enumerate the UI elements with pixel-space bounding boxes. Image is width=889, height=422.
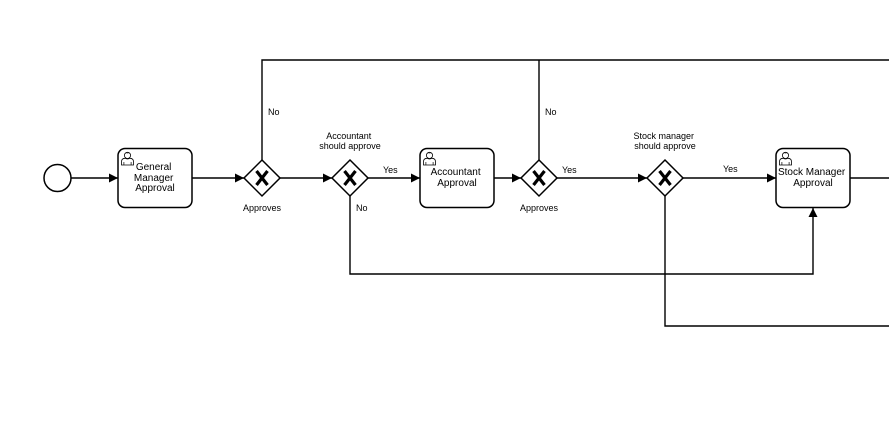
task-label-line: Approval	[135, 183, 174, 194]
task-stock-manager-approval[interactable]: Stock Manager Approval	[775, 147, 851, 209]
exclusive-x-icon	[658, 170, 672, 186]
flow-label: No	[268, 107, 280, 117]
task-label-line: General	[136, 162, 172, 173]
task-label-line: Manager	[134, 173, 174, 184]
gateway-label: Stock manager should approve	[633, 131, 696, 151]
task-label-line: Stock Manager	[778, 167, 846, 178]
exclusive-x-icon	[343, 170, 357, 186]
gateway-label-line: Accountant	[326, 131, 372, 141]
start-event[interactable]	[43, 163, 72, 193]
exclusive-x-icon	[255, 170, 269, 186]
task-accountant-approval[interactable]: Accountant Approval	[419, 147, 495, 209]
gateway-label: Accountant should approve	[319, 131, 381, 151]
flow-gw2-no-to-stock[interactable]	[349, 196, 818, 275]
gateway-stock-manager-should-approve[interactable]	[645, 158, 685, 198]
gateway-gm-approves[interactable]	[242, 158, 282, 198]
gateway-label: Approves	[520, 203, 559, 213]
gateway-label-line: should approve	[319, 141, 381, 151]
flow-label: Yes	[723, 164, 738, 174]
task-label: General Manager Approval	[134, 162, 176, 194]
task-label-line: Approval	[437, 178, 476, 189]
flow-label: No	[545, 107, 557, 117]
task-label-line: Accountant	[431, 167, 481, 178]
flow-label: Yes	[562, 165, 577, 175]
task-label: Stock Manager Approval	[778, 167, 848, 189]
flow-label: Yes	[383, 165, 398, 175]
gateway-label-line: Stock manager	[633, 131, 694, 141]
task-general-manager-approval[interactable]: General Manager Approval	[117, 147, 193, 209]
task-label-line: Approval	[793, 178, 832, 189]
sequence-flows	[71, 59, 889, 327]
task-label: Accountant Approval	[431, 167, 484, 189]
gateway-label-line: should approve	[634, 141, 696, 151]
exclusive-x-icon	[532, 170, 546, 186]
flow-gw4-no[interactable]	[664, 196, 889, 327]
gateway-label: Approves	[243, 203, 282, 213]
flow-label: No	[356, 203, 368, 213]
flow-gw1-no[interactable]	[261, 59, 889, 160]
gateway-accountant-approves[interactable]	[519, 158, 559, 198]
gateway-accountant-should-approve[interactable]	[330, 158, 370, 198]
